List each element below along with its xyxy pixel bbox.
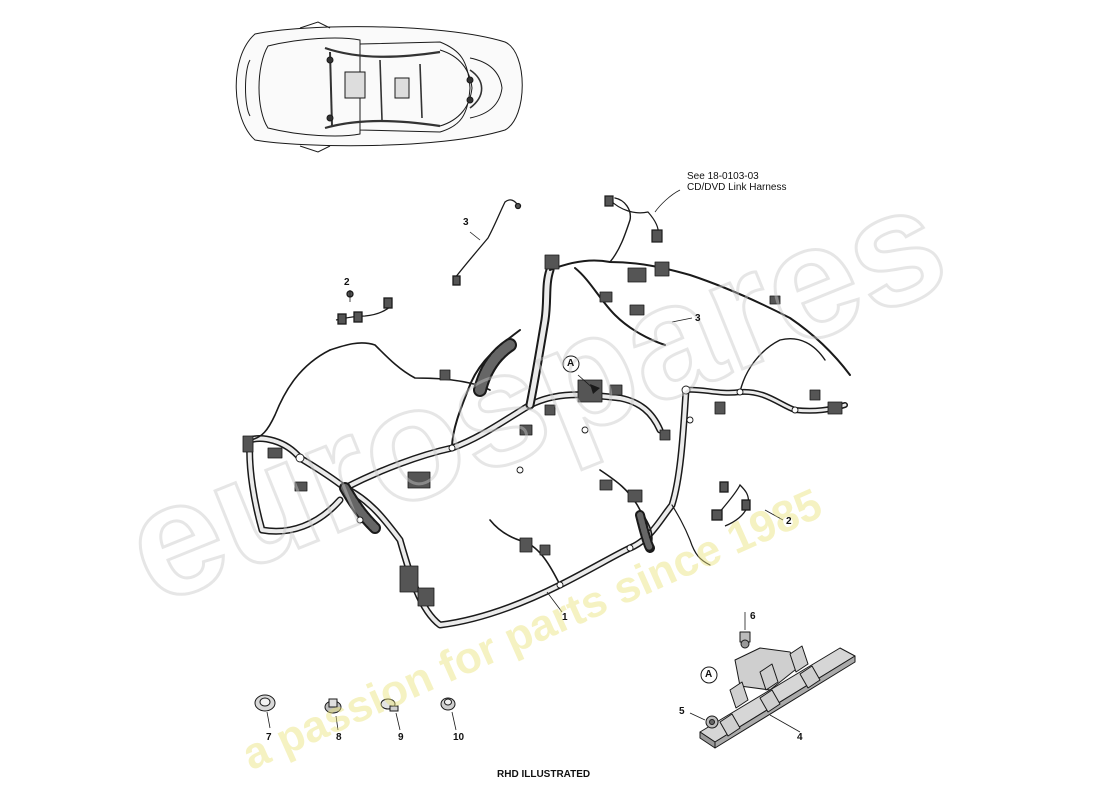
harness-item-3-top [452, 199, 522, 286]
fastener-item-10 [440, 697, 457, 731]
callout-7: 7 [266, 732, 272, 743]
harness-item-2-right [711, 481, 751, 527]
callout-2-left: 2 [344, 277, 350, 288]
detail-marker-a-detail-circle [700, 666, 718, 684]
callout-8: 8 [336, 732, 342, 743]
detail-marker-a-label: A [567, 358, 575, 369]
harness-item-2-left [335, 290, 393, 325]
leader-lines [349, 189, 784, 613]
fastener-item-8 [324, 698, 342, 731]
reference-note-title: CD/DVD Link Harness [687, 182, 787, 193]
callout-10: 10 [453, 732, 465, 743]
footer-caption: RHD ILLUSTRATED [497, 769, 591, 780]
vehicle-top-view [235, 21, 523, 153]
bracket-assembly-detail [689, 612, 856, 749]
callout-5: 5 [679, 706, 685, 717]
cd-dvd-link-harness [604, 195, 663, 243]
detail-marker-a-circle [562, 355, 580, 373]
reference-note-part-number: See 18-0103-03 [687, 171, 759, 182]
callout-4: 4 [797, 732, 803, 743]
detail-marker-a-detail-label: A [705, 669, 713, 680]
fastener-item-7 [254, 694, 276, 729]
fastener-item-9 [380, 698, 401, 731]
callout-3-top: 3 [463, 217, 469, 228]
callout-2-right: 2 [786, 516, 792, 527]
callout-9: 9 [398, 732, 404, 743]
callout-6: 6 [750, 611, 756, 622]
callout-3-right: 3 [695, 313, 701, 324]
main-wiring-harness [242, 197, 851, 629]
callout-1: 1 [562, 612, 568, 623]
callout-arrow-a [590, 384, 600, 394]
